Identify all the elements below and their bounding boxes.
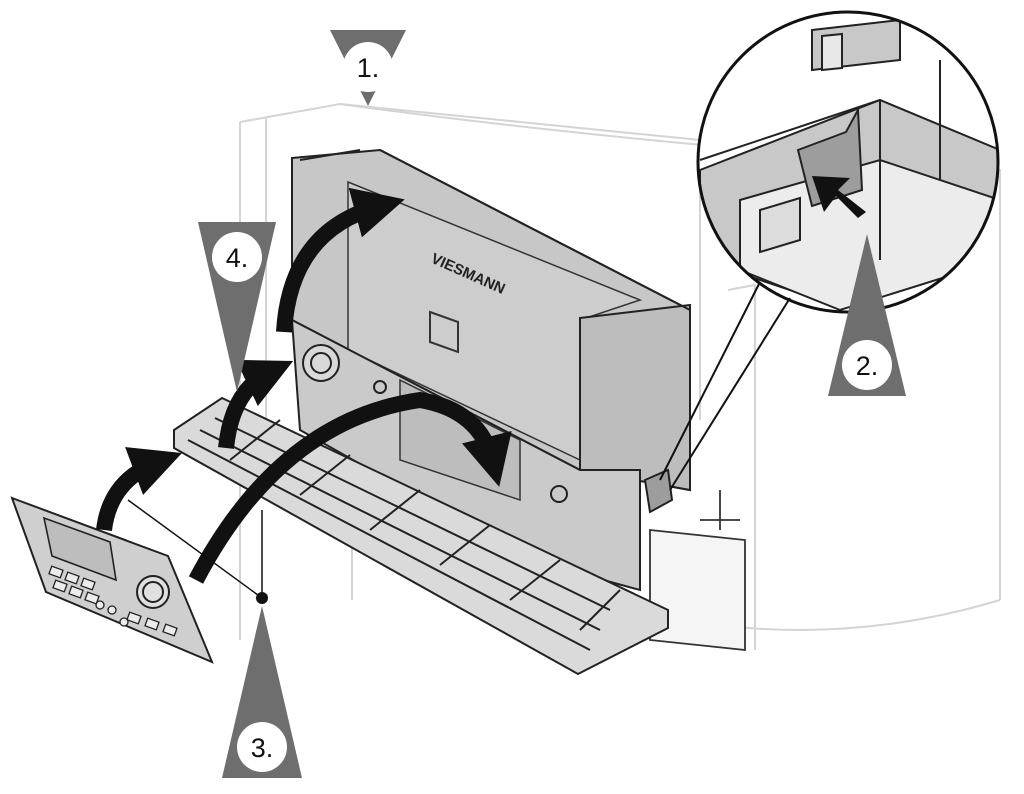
step-marker-1: 1. xyxy=(330,30,406,106)
callout-line xyxy=(659,281,761,481)
step-label-1: 1. xyxy=(357,53,380,83)
detail-magnifier xyxy=(696,10,1000,314)
callout-line xyxy=(669,297,791,491)
step-label-2: 2. xyxy=(856,351,879,381)
step-label-4: 4. xyxy=(226,243,249,273)
programming-unit xyxy=(10,496,214,664)
leader-point xyxy=(256,592,268,604)
step-marker-4: 4. xyxy=(198,222,276,392)
step-marker-3: 3. xyxy=(222,606,302,778)
curved-arrow-icon xyxy=(96,187,512,584)
step-label-3: 3. xyxy=(251,733,274,763)
step-marker-2: 2. xyxy=(828,234,906,396)
leader-line xyxy=(127,499,263,599)
